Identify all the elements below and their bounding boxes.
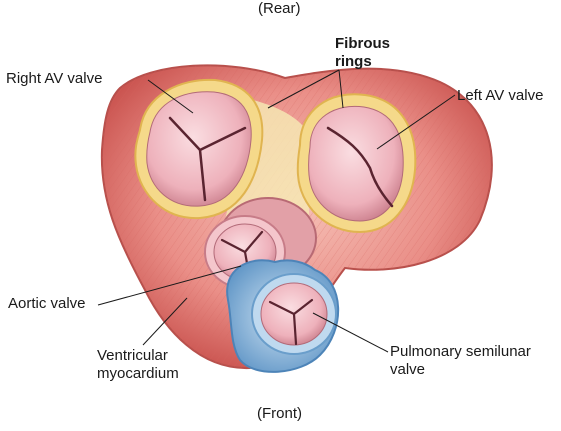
leader-fibrous-rings-1 — [267, 69, 340, 109]
left-av-valve — [296, 93, 417, 234]
leader-pulmonary-valve — [312, 312, 389, 353]
label-fibrous-rings: Fibrous rings — [335, 35, 390, 70]
right-av-valve — [134, 78, 264, 220]
label-pulmonary-semilunar-valve: Pulmonary semilunar valve — [390, 343, 531, 378]
label-right-av-valve: Right AV valve — [6, 70, 103, 87]
pulmonary-semilunar-valve — [226, 259, 340, 373]
leader-fibrous-rings-2 — [338, 69, 344, 109]
label-rear: (Rear) — [258, 0, 301, 17]
leader-aortic-valve — [97, 265, 242, 306]
label-aortic-valve: Aortic valve — [8, 295, 86, 312]
label-front: (Front) — [257, 405, 302, 422]
leader-right-av-valve — [147, 79, 194, 114]
leader-ventricular-myocardium — [142, 297, 188, 346]
label-left-av-valve: Left AV valve — [457, 87, 544, 104]
leader-left-av-valve — [376, 94, 456, 150]
label-ventricular-myocardium: Ventricular myocardium — [97, 347, 179, 382]
leader-lines — [97, 69, 456, 353]
